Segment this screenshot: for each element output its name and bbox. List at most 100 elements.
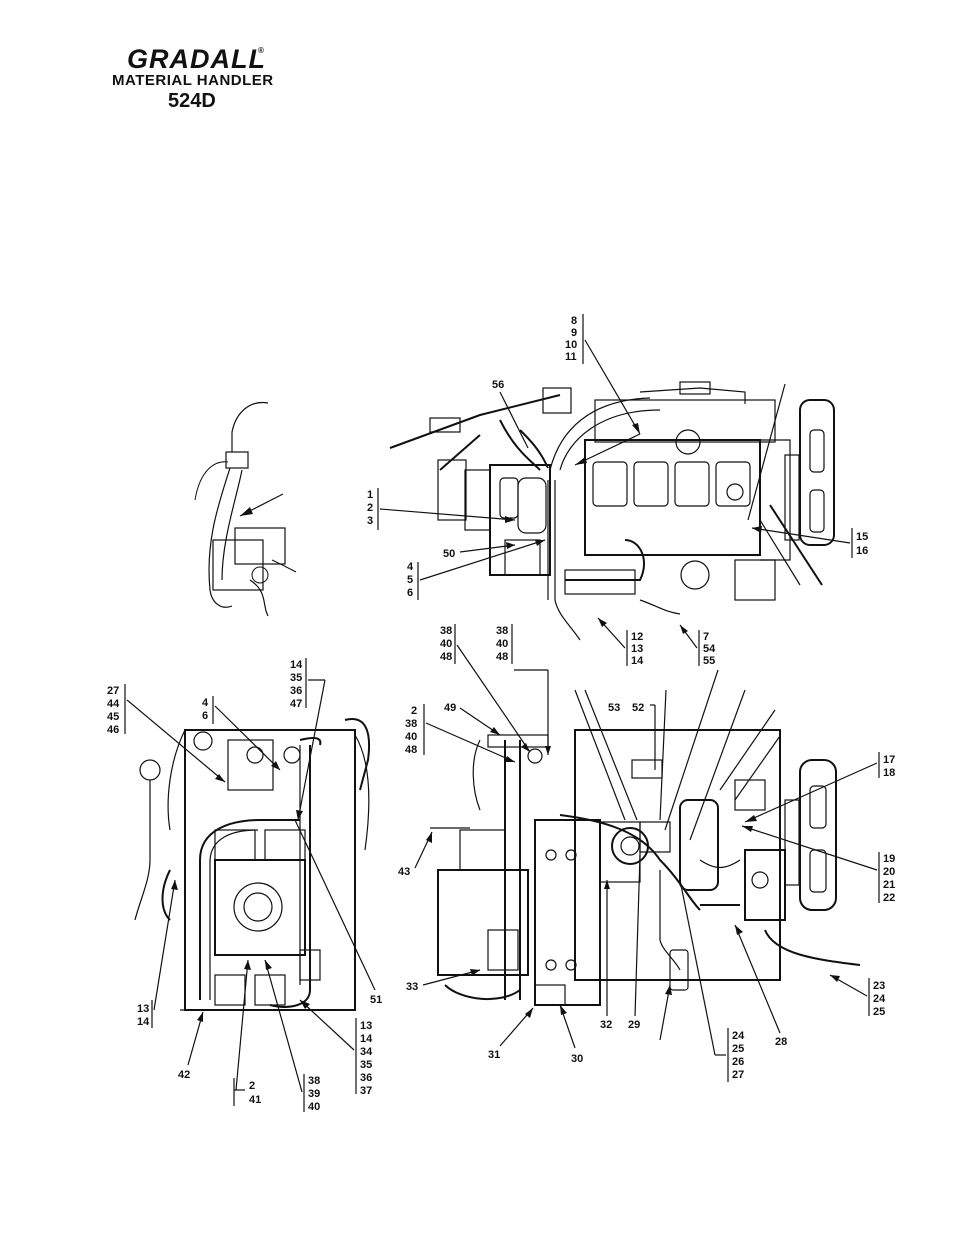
callout-label: 2 bbox=[249, 1080, 255, 1092]
callout-group-2-41: 2 41 bbox=[233, 959, 261, 1106]
callout-label: 38 bbox=[496, 625, 508, 637]
callout-label: 39 bbox=[308, 1088, 320, 1100]
callout-label: 14 bbox=[631, 655, 644, 667]
callout-label: 45 bbox=[107, 711, 119, 723]
callout-label: 40 bbox=[308, 1101, 320, 1113]
callout-label: 30 bbox=[571, 1053, 583, 1065]
callout-49: 49 bbox=[444, 702, 501, 736]
callout-label: 44 bbox=[107, 698, 120, 710]
callout-group-12-14: 12 13 14 bbox=[597, 617, 644, 667]
callout-label: 3 bbox=[367, 515, 373, 527]
callout-label: 17 bbox=[883, 754, 895, 766]
callout-label: 36 bbox=[290, 685, 302, 697]
callout-group-19-22: 19 20 21 22 bbox=[741, 825, 895, 904]
callout-label: 50 bbox=[443, 548, 455, 560]
callout-32: 32 bbox=[600, 880, 612, 1031]
callout-label: 40 bbox=[405, 731, 417, 743]
callout-label: 25 bbox=[873, 1006, 885, 1018]
callout-label: 14 bbox=[290, 659, 303, 671]
callout-label: 21 bbox=[883, 879, 895, 891]
callout-group-27-46: 27 44 45 46 bbox=[107, 684, 226, 783]
callout-30: 30 bbox=[559, 1004, 583, 1065]
callout-label: 38 bbox=[405, 718, 417, 730]
callout-29: 29 bbox=[628, 854, 641, 1031]
callout-group-13-14-left: 13 14 bbox=[137, 879, 178, 1028]
callout-label: 24 bbox=[732, 1030, 745, 1042]
callout-53: 53 bbox=[574, 689, 638, 821]
callout-label: 26 bbox=[732, 1056, 744, 1068]
callout-56: 56 bbox=[492, 379, 529, 449]
callout-label: 42 bbox=[178, 1069, 190, 1081]
callout-label: 52 bbox=[632, 702, 644, 714]
callout-label: 35 bbox=[290, 672, 302, 684]
callout-label: 14 bbox=[137, 1016, 150, 1028]
callout-52: 52 bbox=[632, 689, 667, 821]
callout-label: 34 bbox=[360, 1046, 373, 1058]
model-number: 524D bbox=[168, 90, 216, 112]
callout-label: 22 bbox=[883, 892, 895, 904]
callout-group-15-16: 15 16 bbox=[747, 383, 868, 558]
callout-group-1-3: 1 2 3 bbox=[367, 488, 516, 530]
callout-label: 5 bbox=[407, 574, 413, 586]
engine-top-view-illustration bbox=[389, 381, 835, 641]
callout-group-17-18: 17 18 bbox=[744, 752, 895, 823]
callout-label: 48 bbox=[440, 651, 452, 663]
callout-group-24-27: 24 25 26 27 bbox=[679, 879, 745, 1082]
callout-label: 40 bbox=[496, 638, 508, 650]
callout-label: 48 bbox=[496, 651, 508, 663]
callout-group-4-6-top: 4 5 6 bbox=[407, 539, 546, 600]
subtitle: MATERIAL HANDLER bbox=[112, 72, 274, 89]
callout-label: 32 bbox=[600, 1019, 612, 1031]
callout-label: 11 bbox=[565, 351, 577, 363]
callout-label: 29 bbox=[628, 1019, 640, 1031]
callout-group-38-40-48-a: 38 40 48 bbox=[440, 624, 531, 753]
callout-33: 33 bbox=[406, 969, 481, 993]
callout-label: 7 bbox=[703, 631, 709, 643]
callout-group-38-40-left: 38 39 40 bbox=[264, 959, 320, 1113]
callout-group-8-11: 8 9 10 11 bbox=[565, 314, 641, 466]
callout-label: 35 bbox=[360, 1059, 372, 1071]
callout-label: 46 bbox=[107, 724, 119, 736]
callout-group-14-47: 14 35 36 47 bbox=[290, 658, 326, 821]
callout-42: 42 bbox=[178, 1011, 204, 1081]
callout-label: 37 bbox=[360, 1085, 372, 1097]
callout-label: 13 bbox=[137, 1003, 149, 1015]
callout-label: 13 bbox=[631, 643, 643, 655]
callout-group-13-37: 13 14 34 35 36 37 bbox=[299, 999, 373, 1097]
engine-end-view-illustration bbox=[134, 718, 371, 1011]
callout-label: 25 bbox=[732, 1043, 744, 1055]
callout-label: 16 bbox=[856, 545, 868, 557]
callout-label: 10 bbox=[565, 339, 577, 351]
callout-label: 8 bbox=[571, 315, 577, 327]
callout-group-2-38-40-48: 2 38 40 48 bbox=[405, 704, 516, 763]
callout-label: 49 bbox=[444, 702, 456, 714]
registered-mark: ® bbox=[258, 46, 264, 55]
callout-label: 47 bbox=[290, 698, 302, 710]
callout-label: 2 bbox=[367, 502, 373, 514]
callout-label: 40 bbox=[440, 638, 452, 650]
callout-arrow-bottom-center bbox=[659, 984, 672, 1041]
engine-side-view-illustration bbox=[430, 729, 861, 1006]
callout-label: 48 bbox=[405, 744, 417, 756]
callout-label: 20 bbox=[883, 866, 895, 878]
callout-label: 23 bbox=[873, 980, 885, 992]
callout-label: 38 bbox=[308, 1075, 320, 1087]
callout-label: 6 bbox=[202, 710, 208, 722]
callout-label: 18 bbox=[883, 767, 895, 779]
callout-label: 24 bbox=[873, 993, 886, 1005]
callout-label: 54 bbox=[703, 643, 716, 655]
callout-group-4-6-left: 4 6 bbox=[202, 696, 281, 771]
callout-label: 4 bbox=[202, 697, 209, 709]
callout-label: 55 bbox=[703, 655, 715, 667]
callout-31: 31 bbox=[488, 1007, 534, 1061]
callout-43: 43 bbox=[398, 831, 433, 878]
callout-leaders-upper-right bbox=[664, 669, 781, 841]
callout-label: 13 bbox=[360, 1020, 372, 1032]
callout-label: 27 bbox=[732, 1069, 744, 1081]
callout-label: 38 bbox=[440, 625, 452, 637]
callout-group-23-25: 23 24 25 bbox=[829, 974, 886, 1018]
callout-51: 51 bbox=[294, 819, 382, 1006]
callout-group-38-40-48-b: 38 40 48 bbox=[496, 624, 551, 755]
callout-label: 15 bbox=[856, 531, 868, 543]
